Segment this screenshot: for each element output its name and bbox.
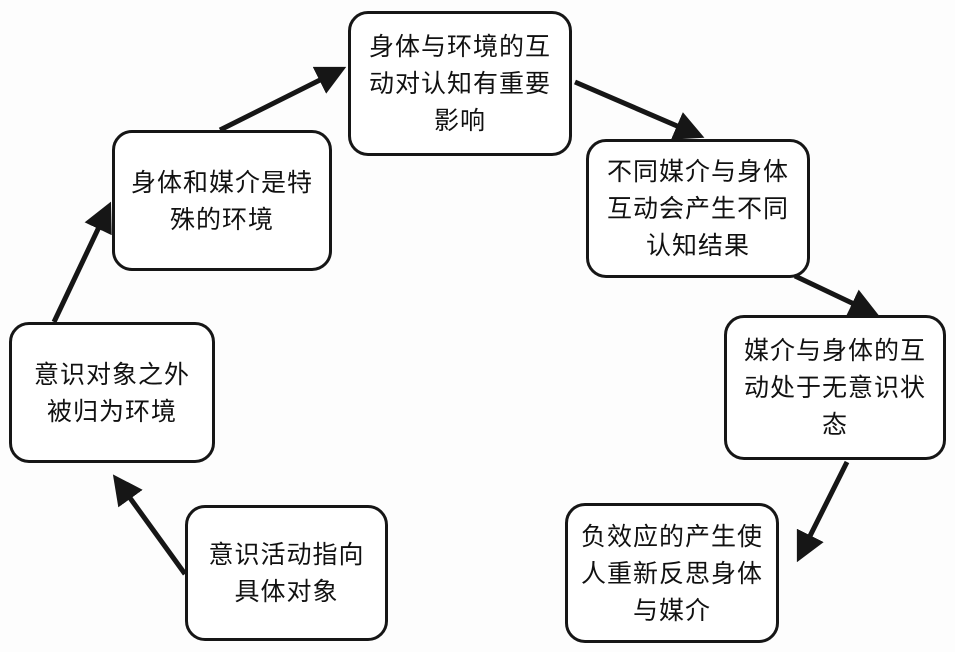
node-outside-as-environment: 意识对象之外被归为环境 xyxy=(9,322,215,463)
node-label: 意识对象之外被归为环境 xyxy=(33,359,190,426)
arrow-n5-to-n6 xyxy=(112,474,188,576)
node-different-media-results: 不同媒介与身体互动会产生不同认知结果 xyxy=(586,139,810,278)
arrow-n6-to-n7 xyxy=(51,201,112,324)
node-unconscious-state: 媒介与身体的互动处于无意识状态 xyxy=(724,315,946,460)
arrow-n2-to-n3 xyxy=(793,273,880,317)
node-body-environment-interaction: 身体与环境的互动对认知有重要影响 xyxy=(348,11,572,156)
node-special-environment: 身体和媒介是特殊的环境 xyxy=(112,130,332,271)
arrow-n3-to-n4 xyxy=(796,460,850,563)
node-label: 负效应的产生使人重新反思身体与媒介 xyxy=(580,521,763,625)
node-label: 意识活动指向具体对象 xyxy=(208,540,365,606)
arrow-n7-to-n1 xyxy=(218,66,347,133)
node-label: 媒介与身体的互动处于无意识状态 xyxy=(743,336,926,439)
node-consciousness-target: 意识活动指向具体对象 xyxy=(185,505,388,641)
arrow-n1-to-n2 xyxy=(574,79,705,140)
node-label: 身体与环境的互动对认知有重要影响 xyxy=(368,32,551,135)
node-label: 身体和媒介是特殊的环境 xyxy=(130,167,313,234)
node-negative-effect-reflection: 负效应的产生使人重新反思身体与媒介 xyxy=(565,503,779,643)
node-label: 不同媒介与身体互动会产生不同认知结果 xyxy=(606,157,789,260)
